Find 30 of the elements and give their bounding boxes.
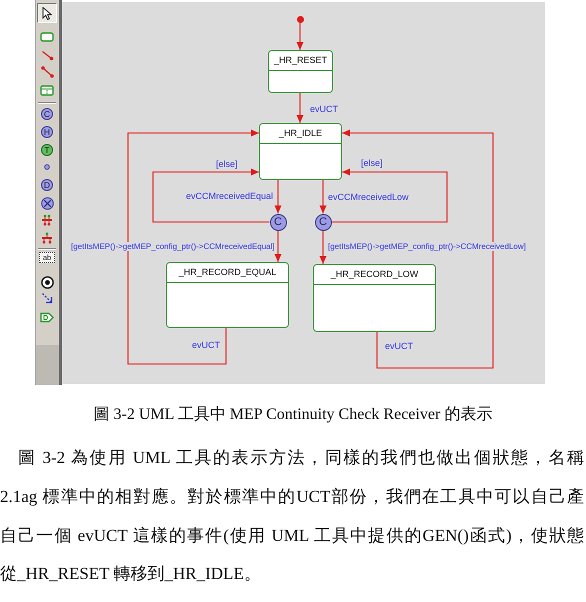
transition-arrow: [342, 130, 494, 369]
state-box: [313, 264, 436, 332]
transition-arrow: [127, 130, 259, 365]
transition-label: [else]: [216, 159, 238, 169]
figure-caption: 圖 3-2 UML 工具中 MEP Continuity Check Receiver 的表示: [94, 405, 492, 425]
state-name: _HR_RECORD_EQUAL: [178, 267, 276, 278]
body-text-line: 自己一個 evUCT 這樣的事件(使用 UML 工具中提供的GEN()函式)，使狀態: [0, 525, 584, 547]
transition-label: evCCMreceivedEqual: [186, 191, 274, 201]
state-name: _HR_RESET: [274, 55, 327, 66]
state-box: [259, 123, 342, 180]
transition-label: evCCMreceivedLow: [328, 192, 409, 202]
state-box: [268, 50, 333, 93]
transition-arrow: [274, 230, 282, 262]
state-name: _HR_RECORD_LOW: [330, 269, 418, 280]
transition-arrow: [320, 180, 326, 214]
body-text-line: 圖 3-2 為使用 UML 工具的表示方法，同樣的我們也做出個狀態，名稱: [18, 447, 584, 469]
transition-arrow: [332, 168, 448, 223]
state-box: [166, 262, 289, 328]
transition-label: [else]: [361, 158, 383, 168]
transition-label: evUCT: [192, 340, 220, 350]
transition-arrow: [274, 180, 282, 214]
transition-label: evUCT: [385, 341, 414, 351]
transition-arrow: [296, 22, 304, 50]
transition-arrow: [320, 230, 326, 264]
body-text-line: 從_HR_RESET 轉移到_HR_IDLE。: [0, 563, 261, 585]
transition-label: evUCT: [310, 104, 338, 114]
state-name: _HR_IDLE: [278, 128, 322, 139]
transition-arrow: [152, 168, 270, 223]
transition-arrow: [296, 93, 304, 123]
body-text-line: 2.1ag 標準中的相對應。對於標準中的UCT部份，我們在工具中可以自己產: [0, 486, 584, 508]
